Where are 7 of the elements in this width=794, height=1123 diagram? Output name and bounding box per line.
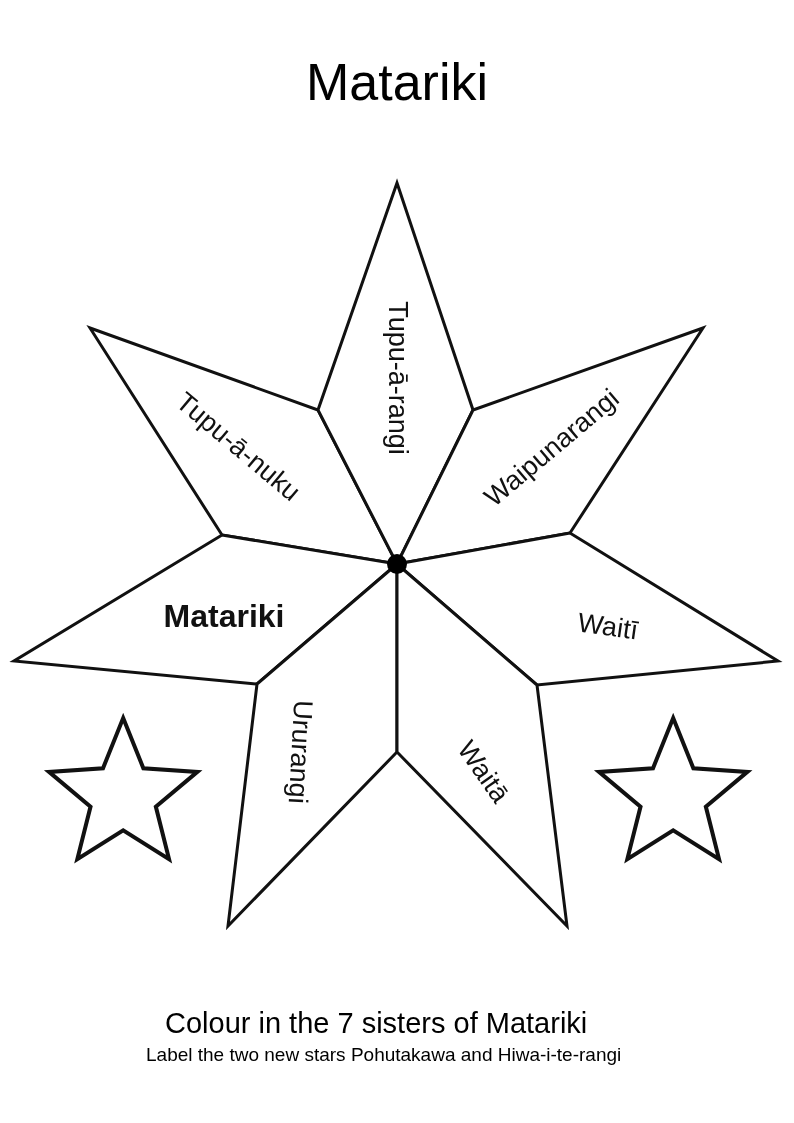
star-name: Waitī <box>576 609 640 645</box>
star-name: Matariki <box>163 600 285 632</box>
instruction-text: Label the two new stars Pohutakawa and Hiwa-i-te-rangi <box>146 1044 622 1066</box>
star-name: Ururangi <box>283 699 317 805</box>
title: Matariki <box>305 52 489 112</box>
instruction-text: Colour in the 7 sisters of Matariki <box>165 1007 588 1040</box>
star-name: Tupu-ā-rangi <box>383 301 411 455</box>
